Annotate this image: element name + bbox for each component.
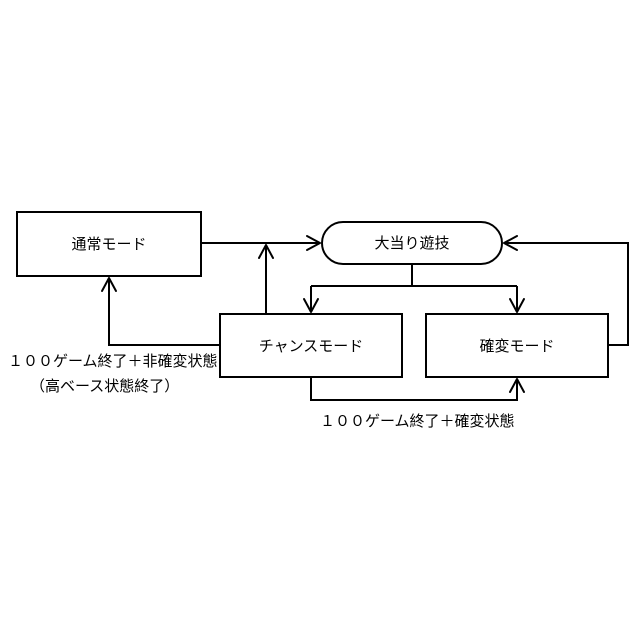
node-jackpot-play: 大当り遊技 <box>322 222 502 264</box>
edge-normal-to-jackpot <box>201 236 320 250</box>
edge-jackpot-branch <box>304 264 524 312</box>
edge-chance-to-normal-label-line2: （高ベース状態終了） <box>30 377 179 395</box>
node-chance-mode: チャンスモード <box>220 314 402 377</box>
edge-chance-to-probability-change <box>311 377 524 400</box>
edge-chance-to-normal <box>102 278 220 345</box>
edge-chance-to-normal-line <box>109 278 220 345</box>
node-normal-mode-label: 通常モード <box>71 235 146 253</box>
edge-chance-to-jackpot <box>259 245 273 314</box>
node-probability-change-mode-label: 確変モード <box>479 337 554 355</box>
node-chance-mode-label: チャンスモード <box>259 337 364 355</box>
node-normal-mode: 通常モード <box>17 212 201 276</box>
edge-chance-to-normal-label-line1: １００ゲーム終了＋非確変状態 <box>8 352 218 370</box>
node-jackpot-play-label: 大当り遊技 <box>374 234 449 252</box>
node-probability-change-mode: 確変モード <box>426 314 608 377</box>
edge-chance-to-probability-change-label: １００ゲーム終了＋確変状態 <box>320 412 515 430</box>
edge-chance-to-probability-change-line <box>311 377 517 400</box>
